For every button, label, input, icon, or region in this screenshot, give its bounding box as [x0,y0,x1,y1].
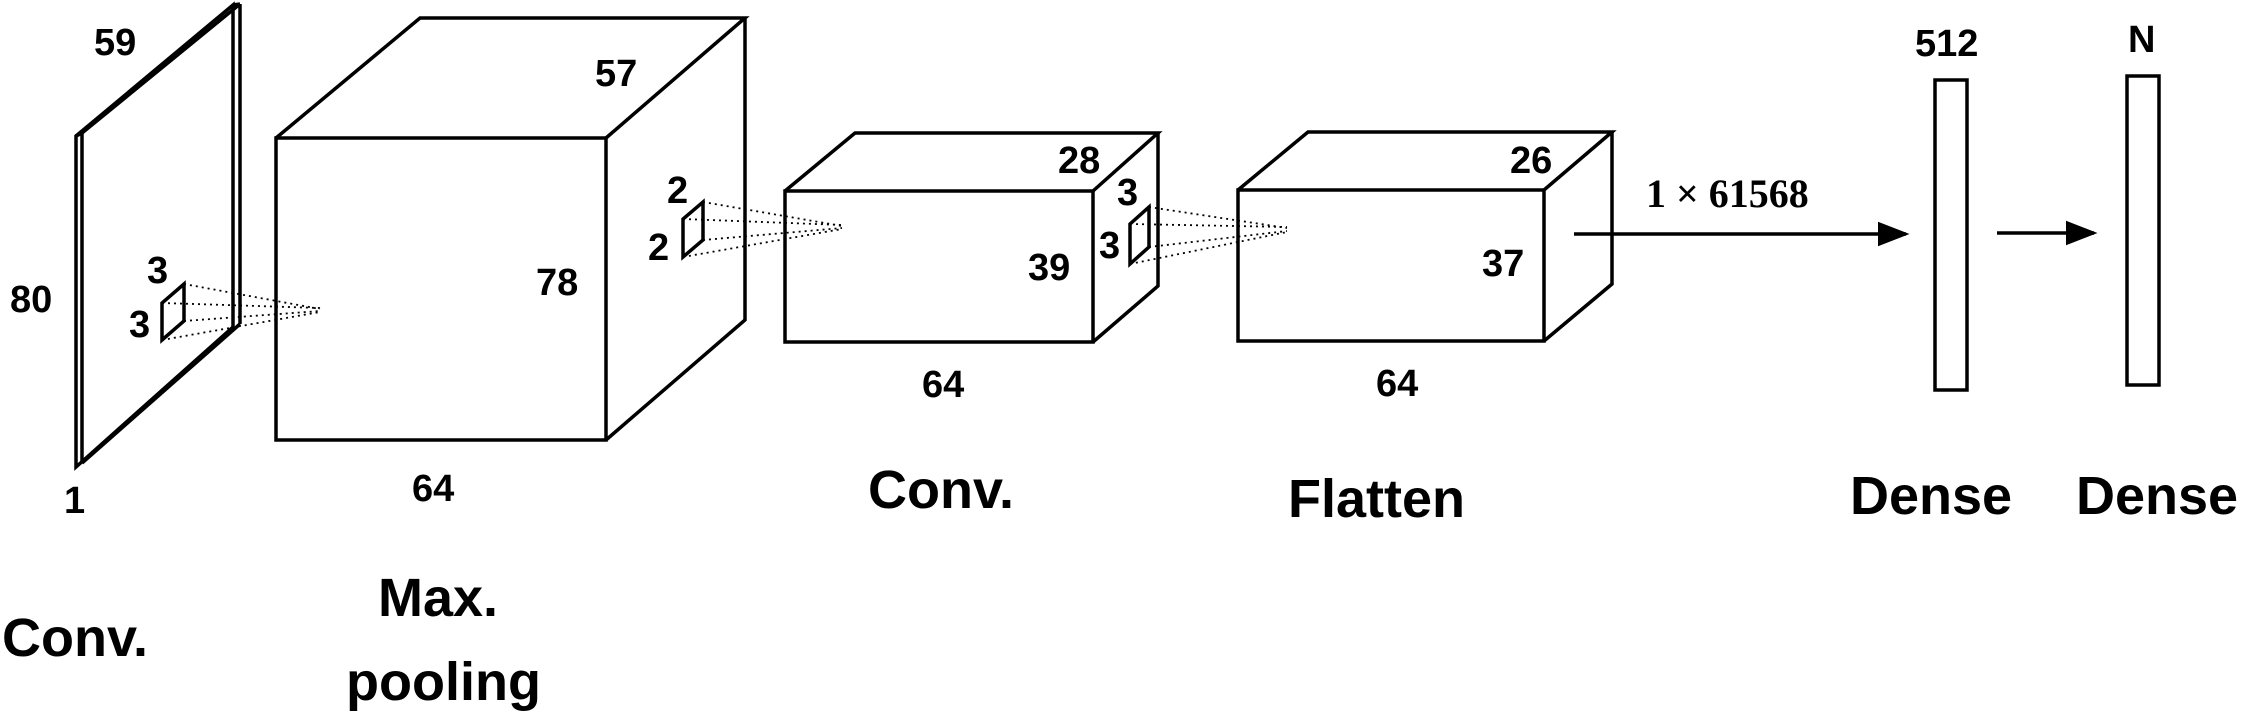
conv-caption: Conv. [868,460,1014,520]
flatten-caption: Flatten [1288,469,1465,529]
input-slab-edge [80,322,242,465]
maxpool-depth-label: 64 [412,468,454,510]
flatten-top-face [1236,130,1617,192]
input-kernel-window [160,280,186,344]
maxpool-caption-line2: pooling [346,652,541,712]
input-kernel-width-label: 3 [147,250,168,292]
maxpool-top-face [274,16,750,140]
maxpool-front-face [274,136,608,442]
pool-projection [682,218,843,226]
conv-height-label: 39 [1028,247,1070,289]
flatten-layer: 26 37 64 Flatten [1236,130,1617,529]
conv-depth-label: 64 [922,364,964,406]
conv-side-face [1091,133,1160,344]
flatten-size-label: 1 × 61568 [1646,171,1809,216]
conv-projection [1148,230,1288,248]
receptive-field-projection [161,302,321,309]
conv-layer: 28 39 64 3 3 Conv. [783,131,1288,520]
dense1-layer: 512 Dense [1850,23,2012,526]
pool-window-height-label: 2 [648,227,669,269]
receptive-field-projection [183,283,321,310]
conv-kernel-window [1128,203,1151,268]
pool-projection [682,228,843,258]
conv-projection [1148,206,1288,229]
input-slab-edge [75,131,83,138]
maxpool-caption-line1: Max. [378,568,498,628]
flatten-depth-label: 64 [1376,363,1418,405]
pool-projection [702,227,843,241]
conv-front-face [783,189,1095,344]
pool-window-width-label: 2 [667,170,688,212]
input-layer: 59 80 1 3 3 Conv. [2,1,321,668]
input-width-label: 59 [94,22,136,64]
input-caption: Conv. [2,608,148,668]
maxpool-layer: 57 78 64 2 2 Max. pooling [274,16,843,712]
flatten-width-label: 26 [1510,140,1552,182]
dense1-bar [1933,78,1969,392]
pool-projection [702,201,843,227]
flatten-height-label: 37 [1482,243,1524,285]
dense1-caption: Dense [1850,466,2012,526]
conv-width-label: 28 [1058,140,1100,182]
dense1-units-label: 512 [1915,23,1978,65]
dense2-layer: N Dense [2076,19,2238,526]
input-height-label: 80 [10,279,52,321]
conv-projection [1129,231,1288,265]
maxpool-side-face [604,18,747,442]
input-slab-edge [80,2,242,135]
flatten-side-face [1542,132,1614,343]
conv-top-face [783,131,1163,193]
flatten-arrow-group: 1 × 61568 [1574,171,1910,247]
maxpool-height-label: 78 [536,262,578,304]
input-depth-label: 1 [64,480,85,522]
maxpool-width-label: 57 [595,53,637,95]
dense2-bar [2125,74,2161,387]
flatten-front-face [1236,188,1546,343]
conv-kernel-height-label: 3 [1099,225,1120,267]
input-kernel-height-label: 3 [129,304,150,346]
dense2-caption: Dense [2076,466,2238,526]
conv-kernel-width-label: 3 [1117,172,1138,214]
dense2-units-label: N [2128,19,2155,61]
conv-projection [1129,223,1288,228]
receptive-field-projection [161,311,321,341]
